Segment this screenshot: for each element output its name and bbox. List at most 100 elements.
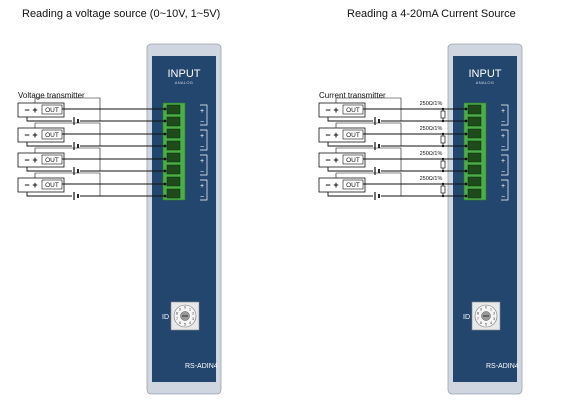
polarity-plus: + (501, 183, 505, 190)
terminal-screw (166, 140, 181, 151)
out-terminal (41, 154, 63, 165)
terminal-screw (166, 176, 181, 187)
module-subtitle: ANALOG (476, 80, 494, 85)
polarity-minus: − (200, 169, 204, 176)
junction-dot (441, 182, 445, 186)
channel-2: −+OUT (17, 122, 167, 150)
transmitter-minus: − (325, 180, 330, 190)
module-title: INPUT (469, 68, 502, 80)
out-label: OUT (346, 182, 360, 189)
supply-wire (327, 167, 373, 172)
rotary-switch-digit: 1 (189, 307, 191, 311)
polarity-minus: − (501, 194, 505, 201)
out-label: OUT (45, 132, 59, 139)
rotary-switch-digit: 3 (192, 317, 194, 321)
junction-dot (441, 144, 445, 148)
polarity-bracket (501, 129, 509, 151)
out-terminal (342, 129, 364, 140)
polarity-minus: − (501, 119, 505, 126)
out-terminal (41, 129, 63, 140)
terminal-dot (163, 182, 167, 186)
rotary-switch-digit: 2 (493, 312, 495, 316)
terminal-screw (467, 188, 482, 199)
terminal-dot (464, 132, 468, 136)
loop-wire (34, 97, 101, 121)
polarity-bracket (501, 154, 509, 176)
loop-wire (34, 122, 101, 146)
polarity-plus: + (200, 183, 204, 190)
junction-dot (441, 194, 445, 198)
polarity-bracket (200, 179, 208, 201)
junction-dot (441, 169, 445, 173)
rotary-switch-digit: 5 (184, 323, 186, 327)
transmitter-minus: − (24, 130, 29, 140)
polarity-plus: + (200, 133, 204, 140)
terminal-screw (467, 116, 482, 127)
loop-wire (335, 172, 402, 196)
supply-wire (26, 192, 72, 197)
loop-wire (335, 97, 402, 121)
polarity-plus: + (200, 108, 204, 115)
transmitter-label: Current transmitter (319, 91, 386, 100)
module-subtitle: ANALOG (175, 80, 193, 85)
transmitter-plus: + (333, 130, 338, 140)
out-label: OUT (346, 157, 360, 164)
module-title: INPUT (168, 68, 201, 80)
terminal-screw (467, 104, 482, 115)
out-terminal (41, 104, 63, 115)
terminal-dot (163, 157, 167, 161)
junction-dot (441, 132, 445, 136)
polarity-bracket (200, 154, 208, 176)
transmitter-plus: + (32, 180, 37, 190)
terminal-dot (163, 132, 167, 136)
id-label: ID (162, 314, 169, 321)
terminal-screw (467, 128, 482, 139)
title-voltage: Reading a voltage source (0~10V, 1~5V) (22, 8, 220, 20)
junction-dot (441, 157, 445, 161)
resistor-label: 250Ω/1% (420, 126, 443, 132)
transmitter-minus: − (24, 105, 29, 115)
terminal-screw (166, 116, 181, 127)
polarity-minus: − (501, 169, 505, 176)
polarity-plus: + (501, 108, 505, 115)
rotary-switch-digit: 5 (485, 323, 487, 327)
terminal-dot (464, 157, 468, 161)
transmitter-plus: + (32, 105, 37, 115)
out-label: OUT (346, 107, 360, 114)
terminal-dot (163, 169, 167, 173)
out-terminal (41, 179, 63, 190)
terminal-screw (166, 188, 181, 199)
terminal-dot (464, 107, 468, 111)
terminal-block (463, 102, 487, 201)
out-terminal (342, 179, 364, 190)
rotary-switch-digit: 7 (176, 317, 178, 321)
shunt-resistor-icon (440, 135, 446, 144)
shunt-resistor-icon (440, 160, 446, 169)
transmitter-label: Voltage transmitter (18, 91, 85, 100)
title-current: Reading a 4-20mA Current Source (347, 8, 516, 20)
terminal-screw (166, 164, 181, 175)
terminal-screw (166, 128, 181, 139)
polarity-bracket (200, 129, 208, 151)
rotary-switch-digit: 1 (490, 307, 492, 311)
id-label: ID (463, 314, 470, 321)
terminal-screw (166, 104, 181, 115)
rotary-switch-digit: 2 (192, 312, 194, 316)
channel-1: −+OUT (17, 97, 167, 125)
terminal-screw (467, 140, 482, 151)
transmitter-minus: − (325, 130, 330, 140)
supply-wire (26, 117, 72, 122)
polarity-plus: + (501, 133, 505, 140)
resistor-label: 250Ω/1% (420, 101, 443, 107)
terminal-screw (166, 152, 181, 163)
rotary-switch-digit: 3 (493, 317, 495, 321)
shunt-resistor-icon (440, 185, 446, 194)
terminal-dot (163, 144, 167, 148)
